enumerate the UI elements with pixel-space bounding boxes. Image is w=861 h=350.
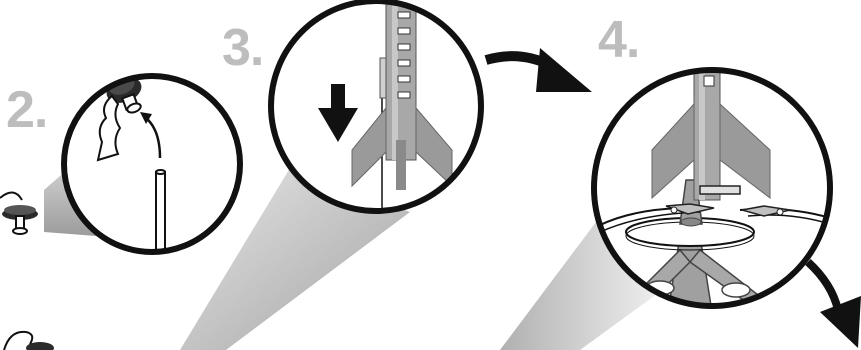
step-number-2: 2. xyxy=(6,84,47,136)
engine-plug-icon xyxy=(0,192,38,234)
step4-detail xyxy=(594,60,830,312)
curved-arrow-icon xyxy=(486,48,592,92)
step-number-4: 4. xyxy=(598,14,639,66)
step-number-3: 3. xyxy=(222,22,263,74)
curved-arrow-icon xyxy=(808,262,861,348)
engine-plug-icon xyxy=(4,332,54,350)
